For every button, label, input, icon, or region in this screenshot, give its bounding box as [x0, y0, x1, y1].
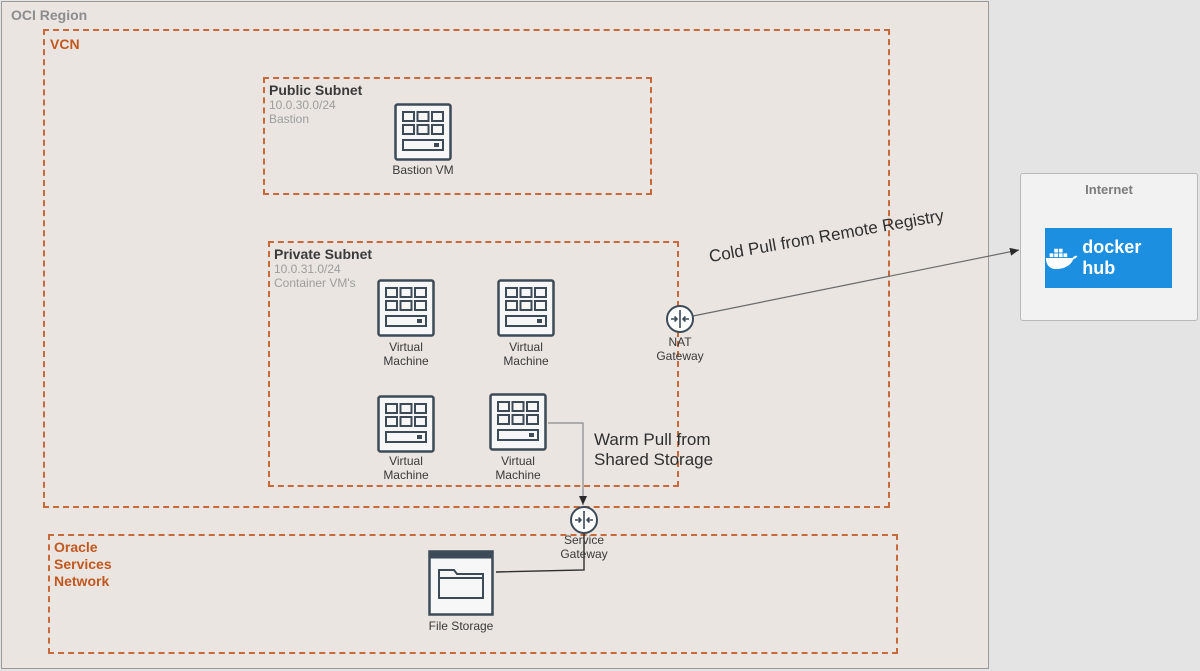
vm-label-line1: Virtual: [389, 454, 423, 468]
docker-hub-text: docker hub: [1082, 237, 1142, 278]
warm-pull-line1: Warm Pull from: [594, 430, 711, 449]
oracle-services-network: Oracle Services Network: [48, 534, 898, 654]
nat-gateway-label: NAT Gateway: [635, 335, 725, 363]
docker-hub-logo[interactable]: docker hub: [1045, 228, 1172, 288]
private-subnet-cidr: 10.0.31.0/24: [274, 262, 341, 276]
public-subnet-desc: Bastion: [269, 112, 310, 126]
private-subnet-desc: Container VM's: [274, 276, 356, 290]
docker-whale-icon: [1045, 248, 1078, 270]
vm-label-line2: Machine: [503, 354, 549, 368]
cold-pull-arrow: [692, 247, 1020, 317]
public-subnet-title: Public Subnet: [269, 82, 363, 98]
osn-label-line2: Services: [54, 556, 112, 572]
vm-label: Virtual Machine: [473, 454, 563, 482]
service-gateway-label-line1: Service: [563, 533, 604, 547]
oracle-services-network-label: Oracle Services Network: [54, 539, 112, 590]
vcn-label: VCN: [50, 36, 80, 52]
bastion-vm-label: Bastion VM: [392, 163, 454, 177]
vm-label: Virtual Machine: [481, 340, 571, 368]
gateway-icon: [570, 506, 598, 534]
file-storage-icon: [428, 550, 494, 616]
nat-gateway-label-line2: Gateway: [656, 349, 704, 363]
compute-icon: [489, 393, 547, 451]
file-storage-connector: [495, 533, 585, 573]
warm-pull-arrow: [548, 422, 587, 505]
compute-icon: [377, 279, 435, 337]
vm-label-line2: Machine: [383, 354, 429, 368]
public-subnet-cidr: 10.0.30.0/24: [269, 98, 336, 112]
warm-pull-line2: Shared Storage: [594, 450, 714, 469]
nat-gateway-label-line1: NAT: [668, 335, 692, 349]
file-storage-label: File Storage: [428, 619, 494, 633]
vm-label: Virtual Machine: [361, 340, 451, 368]
vm-label-line1: Virtual: [509, 340, 543, 354]
vm-label: Virtual Machine: [361, 454, 451, 482]
vm-label-line1: Virtual: [501, 454, 535, 468]
compute-icon: [497, 279, 555, 337]
service-gateway-label: Service Gateway: [539, 533, 629, 561]
osn-label-line3: Network: [54, 573, 110, 589]
service-gateway-label-line2: Gateway: [560, 547, 608, 561]
vm-label-line2: Machine: [383, 468, 429, 482]
vcn-container: VCN: [43, 29, 890, 508]
osn-label-line1: Oracle: [54, 539, 98, 555]
vm-label-line2: Machine: [495, 468, 541, 482]
vm-label-line1: Virtual: [389, 340, 423, 354]
private-subnet: Private Subnet 10.0.31.0/24 Container VM…: [268, 241, 679, 487]
compute-icon: [394, 103, 452, 161]
internet-container: Internet docker hub: [1020, 173, 1198, 321]
compute-icon: [377, 395, 435, 453]
warm-pull-annotation: Warm Pull from Shared Storage: [594, 430, 713, 470]
internet-label: Internet: [1085, 182, 1133, 197]
oci-region-label: OCI Region: [11, 7, 88, 23]
private-subnet-title: Private Subnet: [274, 246, 373, 262]
public-subnet: Public Subnet 10.0.30.0/24 Bastion: [263, 77, 652, 195]
oci-region-container: OCI Region: [1, 1, 989, 669]
gateway-icon: [666, 305, 694, 333]
